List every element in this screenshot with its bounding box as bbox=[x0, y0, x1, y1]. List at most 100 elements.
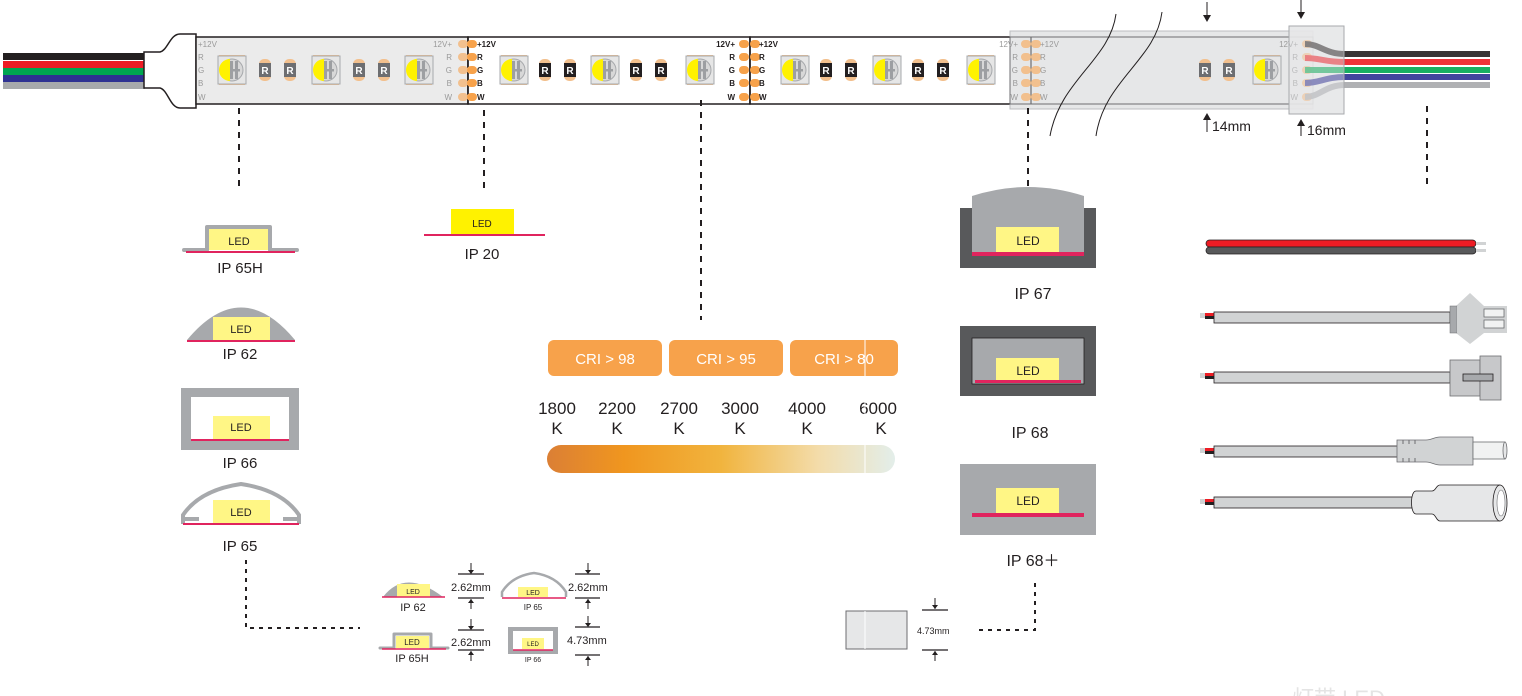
pad-label: 12V+ bbox=[716, 40, 735, 49]
led-label: LED bbox=[228, 236, 249, 248]
pad-label: B bbox=[729, 79, 735, 88]
cct-unit: K bbox=[875, 419, 887, 438]
pad-label: G bbox=[446, 66, 452, 75]
thickness-value: 2.62mm bbox=[568, 582, 608, 594]
pad-label: R bbox=[759, 53, 765, 62]
cct-value: 2700 bbox=[660, 399, 698, 418]
pad-label: R bbox=[729, 53, 735, 62]
break-marks bbox=[1049, 11, 1163, 137]
thickness-ip-label: IP 65 bbox=[524, 603, 543, 612]
pad-label: R bbox=[1012, 53, 1018, 62]
pad-labels-seg4-left: +12V R G B W bbox=[1040, 40, 1060, 102]
pad-label: 12V+ bbox=[999, 40, 1018, 49]
solder-pad bbox=[1021, 93, 1031, 101]
pad-label: G bbox=[198, 66, 204, 75]
resistor-icon bbox=[655, 59, 667, 81]
rgbw-led-chip-icon bbox=[780, 54, 810, 86]
cri-label: CRI > 80 bbox=[814, 351, 874, 368]
ip68plus-label: IP 68＋ bbox=[1006, 553, 1059, 570]
solder-pad bbox=[1031, 66, 1041, 74]
pad-labels-seg1-right: 12V+ R G B W bbox=[433, 40, 452, 102]
pad-label: B bbox=[1013, 79, 1018, 88]
ip67-label: IP 67 bbox=[1014, 286, 1051, 303]
solder-pad bbox=[458, 66, 468, 74]
cri-options: CRI > 98 CRI > 95 CRI > 80 bbox=[548, 340, 898, 376]
resistor-icon bbox=[630, 59, 642, 81]
solder-pad bbox=[1031, 53, 1041, 61]
solder-pad bbox=[739, 79, 749, 87]
resistor-icon bbox=[284, 59, 296, 81]
led-label: LED bbox=[230, 324, 251, 336]
pad-label: B bbox=[1040, 79, 1045, 88]
led-label: LED bbox=[526, 590, 540, 597]
dimension-16mm: 16mm bbox=[1297, 0, 1346, 138]
solder-pads bbox=[458, 40, 1312, 101]
cct-value: 2200 bbox=[598, 399, 636, 418]
pad-label: B bbox=[477, 79, 483, 88]
dimension-14mm: 14mm bbox=[1203, 2, 1251, 134]
ip62-profile: LED IP 62 bbox=[187, 307, 295, 363]
pad-label: G bbox=[1012, 66, 1018, 75]
pad-label: B bbox=[447, 79, 452, 88]
resistor-icon bbox=[937, 59, 949, 81]
ip67-profile: LED IP 67 bbox=[960, 187, 1096, 303]
pad-labels-seg3-left: +12V R G B W bbox=[759, 40, 779, 102]
resistor-icon bbox=[1223, 59, 1235, 81]
ip68-profile: LED IP 68 bbox=[960, 326, 1096, 442]
connector-bare-wire bbox=[1205, 239, 1486, 255]
rgbw-led-chip-icon bbox=[311, 54, 341, 86]
strip-width-label: 14mm bbox=[1212, 118, 1251, 134]
cct-unit: K bbox=[551, 419, 563, 438]
pad-label: +12V bbox=[198, 40, 218, 49]
ip68-label: IP 68 bbox=[1011, 425, 1048, 442]
connector-dc-male bbox=[1200, 436, 1508, 466]
cct-unit: K bbox=[734, 419, 746, 438]
pad-labels-seg1-left: +12V R G B W bbox=[198, 40, 218, 102]
rgbw-led-chip-icon bbox=[590, 54, 620, 86]
led-label: LED bbox=[404, 638, 420, 647]
led-label: LED bbox=[1016, 494, 1040, 508]
pad-label: G bbox=[477, 66, 483, 75]
pad-label: W bbox=[1040, 93, 1048, 102]
ip68plus-thickness: 4.73mm bbox=[845, 598, 950, 661]
solder-pad bbox=[458, 40, 468, 48]
solder-pad bbox=[467, 53, 477, 61]
pad-label: W bbox=[727, 93, 735, 102]
rgbw-led-chip-icon bbox=[872, 54, 902, 86]
led-label: LED bbox=[1016, 234, 1040, 248]
cct-value: 1800 bbox=[538, 399, 576, 418]
solder-pad bbox=[1031, 79, 1041, 87]
ip62-label: IP 62 bbox=[223, 346, 258, 363]
led-label: LED bbox=[527, 642, 539, 648]
pad-label: G bbox=[759, 66, 765, 75]
pad-labels-seg2-left: +12V R G B W bbox=[477, 40, 497, 102]
resistor-icon bbox=[912, 59, 924, 81]
connector-dc-female bbox=[1200, 484, 1508, 522]
pad-label: W bbox=[444, 93, 452, 102]
thickness-value: 4.73mm bbox=[917, 626, 950, 636]
led-label: LED bbox=[230, 507, 251, 519]
pad-labels-seg3-right: 12V+ R G B W bbox=[999, 40, 1018, 102]
pad-label: B bbox=[198, 79, 203, 88]
pad-label: B bbox=[759, 79, 765, 88]
pad-label: 12V+ bbox=[433, 40, 452, 49]
solder-pad bbox=[458, 93, 468, 101]
ip20-profile: LED IP 20 bbox=[424, 209, 545, 263]
end-cap-left bbox=[143, 33, 197, 109]
solder-pad bbox=[750, 79, 760, 87]
thickness-comparison: LED IP 62 2.62mm LED IP 65 2.62mm LED IP… bbox=[378, 563, 608, 666]
ip65h-profile: LED IP 65H bbox=[182, 225, 299, 277]
solder-pad bbox=[467, 93, 477, 101]
cct-gradient-bar bbox=[547, 445, 895, 473]
connector-jst-female bbox=[1200, 355, 1502, 401]
cct-unit: K bbox=[611, 419, 623, 438]
led-label: LED bbox=[1016, 364, 1040, 378]
led-label: LED bbox=[406, 589, 420, 596]
resistor-icon bbox=[564, 59, 576, 81]
pad-label: G bbox=[1292, 66, 1298, 75]
pad-label: B bbox=[1293, 79, 1298, 88]
cri-label: CRI > 98 bbox=[575, 351, 635, 368]
pad-label: R bbox=[477, 53, 483, 62]
solder-pad bbox=[467, 66, 477, 74]
